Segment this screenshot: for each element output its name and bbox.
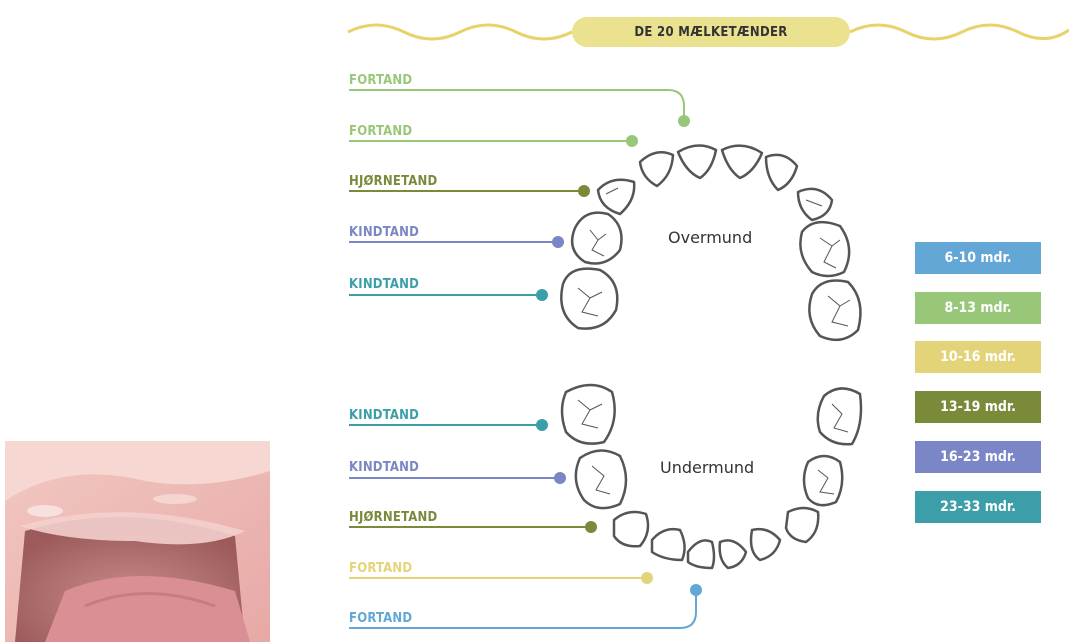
legend-item-2: 8-13 mdr. [915,292,1041,324]
tooth-lower-r-incisor-1 [688,540,714,568]
wave-right [850,25,1069,39]
lower-mouth-label: Undermund [660,458,754,477]
legend-item-6: 23-33 mdr. [915,491,1041,523]
label-lower-1: KINDTAND [349,408,419,423]
dot-lower-4 [641,572,653,584]
tooth-upper-l-canine [798,189,832,220]
tooth-upper-r-incisor-2 [640,152,673,186]
dot-upper-3 [578,185,590,197]
label-upper-4: KINDTAND [349,225,419,240]
dot-lower-2 [554,472,566,484]
tooth-upper-l-incisor-2 [766,155,797,190]
tooth-lower-r-molar-1 [576,450,626,508]
tooth-lower-l-molar-1 [804,456,842,505]
tooth-upper-l-molar-1 [800,222,849,276]
dot-upper-1 [678,115,690,127]
leader-upper-1 [349,90,684,121]
tooth-upper-r-canine [598,180,634,214]
dot-upper-4 [552,236,564,248]
tooth-lower-l-molar-2 [818,388,861,444]
legend-item-3: 10-16 mdr. [915,341,1041,373]
legend-item-4: 13-19 mdr. [915,391,1041,423]
legend-item-1: 6-10 mdr. [915,242,1041,274]
lower-leader-dots [536,419,702,596]
dot-lower-1 [536,419,548,431]
tooth-lower-l-incisor-1 [720,540,746,568]
dot-lower-3 [585,521,597,533]
tooth-lower-r-molar-2 [562,385,615,444]
tooth-lower-l-incisor-2 [751,529,780,560]
label-lower-2: KINDTAND [349,460,419,475]
tooth-lower-r-incisor-2 [652,529,685,560]
dot-upper-5 [536,289,548,301]
legend-item-5: 16-23 mdr. [915,441,1041,473]
label-upper-1: FORTAND [349,73,412,88]
label-lower-4: FORTAND [349,561,412,576]
wave-left [348,25,572,39]
tooth-lower-l-canine [786,508,818,542]
label-upper-3: HJØRNETAND [349,174,437,189]
dot-lower-5 [690,584,702,596]
tooth-lower-r-canine [614,512,648,546]
upper-mouth-label: Overmund [668,228,752,247]
label-lower-5: FORTAND [349,611,412,626]
tooth-upper-r-incisor-1 [678,145,716,178]
diagram-title: DE 20 MÆLKETÆNDER [572,17,850,47]
label-upper-5: KINDTAND [349,277,419,292]
tooth-upper-l-molar-2 [809,281,860,340]
label-upper-2: FORTAND [349,124,412,139]
tooth-upper-l-incisor-1 [722,146,762,178]
label-lower-3: HJØRNETAND [349,510,437,525]
dot-upper-2 [626,135,638,147]
